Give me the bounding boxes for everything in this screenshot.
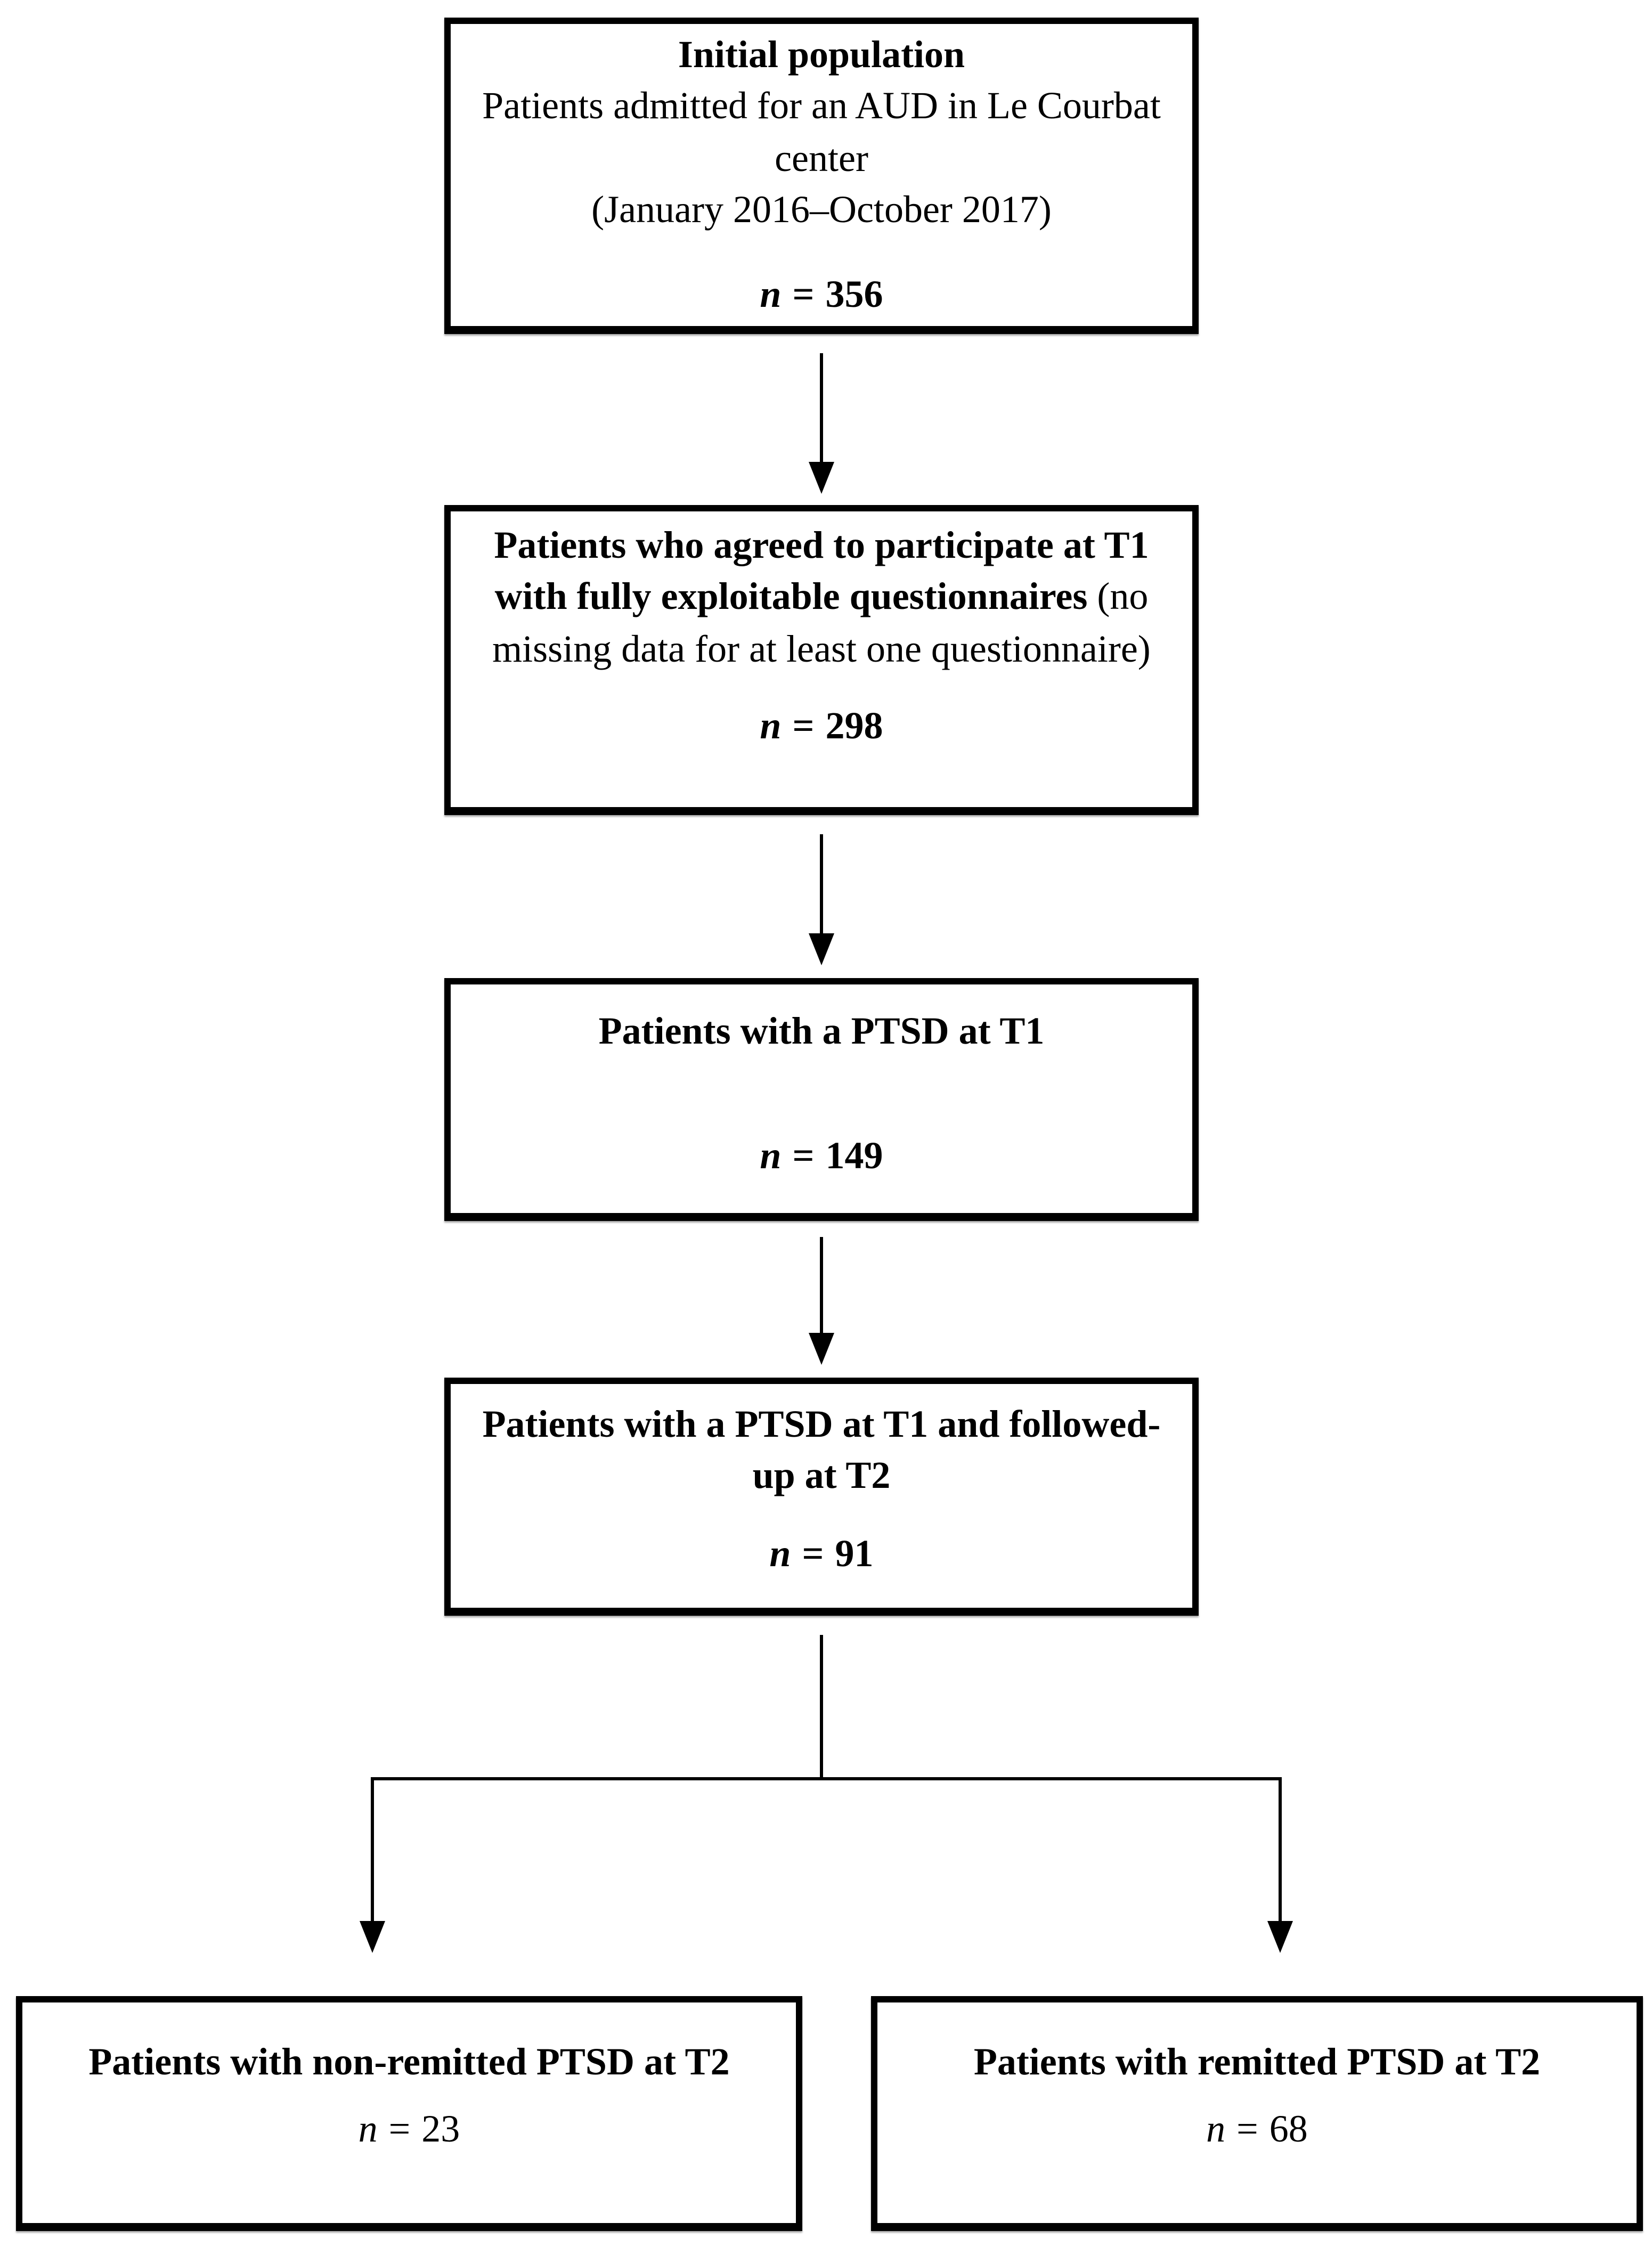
- n-value: 23: [421, 2110, 460, 2152]
- n-symbol: n: [769, 1534, 791, 1576]
- arrowhead-icon: [809, 1333, 834, 1365]
- equals-sign: =: [388, 2110, 411, 2152]
- arrow-shaft: [1279, 1777, 1282, 1924]
- box-title: Patients who agreed to participate at T1…: [470, 521, 1173, 677]
- equals-sign: =: [792, 706, 815, 748]
- equals-sign: =: [792, 274, 815, 316]
- box-title: Patients with non-remitted PTSD at T2: [88, 2042, 730, 2084]
- box-title: Patients with a PTSD at T1: [598, 1012, 1045, 1053]
- box-ptsd-t1: Patients with a PTSD at T1 n=149: [444, 978, 1199, 1221]
- arrow-shaft: [820, 1237, 823, 1336]
- n-symbol: n: [760, 1137, 782, 1179]
- sample-size: n= 68: [897, 2105, 1617, 2157]
- n-value: 149: [825, 1137, 883, 1179]
- n-value: 356: [825, 274, 883, 316]
- sample-size: n=149: [470, 1132, 1173, 1184]
- n-symbol: n: [760, 706, 782, 748]
- branch-arrow-right-icon: [1267, 1777, 1293, 1953]
- sample-size: n = 91: [470, 1529, 1173, 1581]
- arrow-down-icon: [809, 1237, 834, 1365]
- box-ptsd-t1-followed-t2: Patients with a PTSD at T1 and followed-…: [444, 1378, 1199, 1616]
- equals-sign: =: [1236, 2110, 1258, 2152]
- equals-sign: =: [802, 1534, 824, 1576]
- n-symbol: n: [760, 274, 782, 316]
- arrowhead-icon: [1267, 1921, 1293, 1953]
- box-body-text: Patients admitted for an AUD in Le Courb…: [482, 87, 1161, 181]
- box-initial-population: Initial population Patients admitted for…: [444, 18, 1199, 334]
- arrowhead-icon: [809, 462, 834, 494]
- box-title-regular: (no missing data for at least one questi…: [492, 577, 1151, 671]
- arrow-shaft: [371, 1777, 374, 1924]
- arrow-shaft: [820, 353, 823, 465]
- arrow-down-icon: [809, 834, 834, 965]
- sample-size: n=23: [42, 2105, 777, 2157]
- n-symbol: n: [358, 2110, 378, 2152]
- branch-stem-line: [820, 1635, 823, 1780]
- sample-size: n=298: [470, 702, 1173, 754]
- box-title: Patients with a PTSD at T1 and followed-…: [482, 1405, 1161, 1499]
- arrowhead-icon: [360, 1921, 385, 1953]
- box-agreed-participate-t1: Patients who agreed to participate at T1…: [444, 505, 1199, 815]
- n-symbol: n: [1206, 2110, 1226, 2152]
- n-value: 91: [835, 1534, 874, 1576]
- arrow-shaft: [820, 834, 823, 937]
- box-date-range: (January 2016–October 2017): [591, 190, 1052, 232]
- branch-horizontal-line: [371, 1777, 1282, 1780]
- branch-arrow-left-icon: [360, 1777, 385, 1953]
- arrow-down-icon: [809, 353, 834, 494]
- arrowhead-icon: [809, 933, 834, 965]
- n-value: 68: [1269, 2110, 1308, 2152]
- box-title-bold: Patients who agreed to participate at T1…: [494, 526, 1149, 620]
- box-title: Initial population: [678, 35, 965, 77]
- box-non-remitted-ptsd-t2: Patients with non-remitted PTSD at T2 n=…: [16, 1996, 802, 2231]
- box-remitted-ptsd-t2: Patients with remitted PTSD at T2 n= 68: [871, 1996, 1643, 2231]
- equals-sign: =: [792, 1137, 815, 1179]
- box-title: Patients with remitted PTSD at T2: [973, 2042, 1541, 2084]
- sample-size: n=356: [470, 270, 1173, 321]
- n-value: 298: [825, 706, 883, 748]
